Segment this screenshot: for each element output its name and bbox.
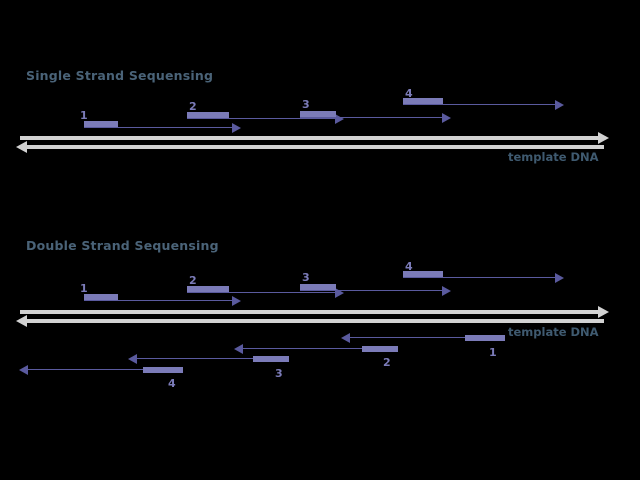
forward-read-arrowhead-icon — [335, 288, 344, 298]
forward-read-bar — [300, 284, 336, 290]
forward-read-line — [403, 277, 555, 278]
forward-read-line — [300, 117, 442, 118]
reverse-read-arrowhead-icon — [234, 344, 243, 354]
forward-read-arrowhead-icon — [442, 286, 451, 296]
forward-read-arrowhead-icon — [442, 113, 451, 123]
template-dna-forward-arrowhead-icon — [598, 132, 609, 144]
template-dna-reverse-arrowhead-icon — [16, 141, 27, 153]
forward-read-arrowhead-icon — [335, 114, 344, 124]
template-dna-label: template DNA — [508, 150, 599, 164]
forward-read-number: 2 — [189, 100, 197, 113]
forward-read-bar — [187, 112, 229, 118]
reverse-read-arrowhead-icon — [19, 365, 28, 375]
reverse-read-number: 4 — [168, 377, 176, 390]
reverse-read-line — [243, 348, 367, 349]
forward-read-line — [403, 104, 555, 105]
template-dna-label: template DNA — [508, 325, 599, 339]
forward-read-number: 1 — [80, 109, 88, 122]
template-dna-forward-arrowhead-icon — [598, 306, 609, 318]
template-dna-bottom-rail — [26, 319, 604, 323]
forward-read-number: 3 — [302, 271, 310, 284]
panel-title-double-strand: Double Strand Sequensing — [26, 238, 219, 253]
forward-read-line — [187, 292, 335, 293]
forward-read-arrowhead-icon — [232, 123, 241, 133]
panel-title-single-strand: Single Strand Sequensing — [26, 68, 214, 83]
forward-read-number: 4 — [405, 87, 413, 100]
forward-read-number: 1 — [80, 282, 88, 295]
template-dna-bottom-rail — [26, 145, 604, 149]
forward-read-line — [300, 290, 442, 291]
forward-read-arrowhead-icon — [232, 296, 241, 306]
reverse-read-bar — [253, 356, 289, 362]
reverse-read-arrowhead-icon — [341, 333, 350, 343]
forward-read-arrowhead-icon — [555, 273, 564, 283]
forward-read-number: 2 — [189, 274, 197, 287]
reverse-read-number: 3 — [275, 367, 283, 380]
forward-read-bar — [84, 294, 118, 300]
template-dna-top-rail — [20, 136, 600, 140]
forward-read-line — [84, 300, 232, 301]
reverse-read-bar — [465, 335, 505, 341]
forward-read-number: 3 — [302, 98, 310, 111]
forward-read-arrowhead-icon — [555, 100, 564, 110]
reverse-read-line — [28, 369, 148, 370]
forward-read-bar — [403, 271, 443, 277]
reverse-read-bar — [143, 367, 183, 373]
forward-read-bar — [403, 98, 443, 104]
forward-read-bar — [300, 111, 336, 117]
reverse-read-line — [137, 358, 258, 359]
reverse-read-line — [350, 337, 470, 338]
template-dna-reverse-arrowhead-icon — [16, 315, 27, 327]
forward-read-line — [84, 127, 232, 128]
reverse-read-number: 1 — [489, 346, 497, 359]
forward-read-number: 4 — [405, 260, 413, 273]
reverse-read-bar — [362, 346, 398, 352]
forward-read-bar — [84, 121, 118, 127]
template-dna-top-rail — [20, 310, 600, 314]
reverse-read-number: 2 — [383, 356, 391, 369]
reverse-read-arrowhead-icon — [128, 354, 137, 364]
forward-read-line — [187, 118, 335, 119]
forward-read-bar — [187, 286, 229, 292]
